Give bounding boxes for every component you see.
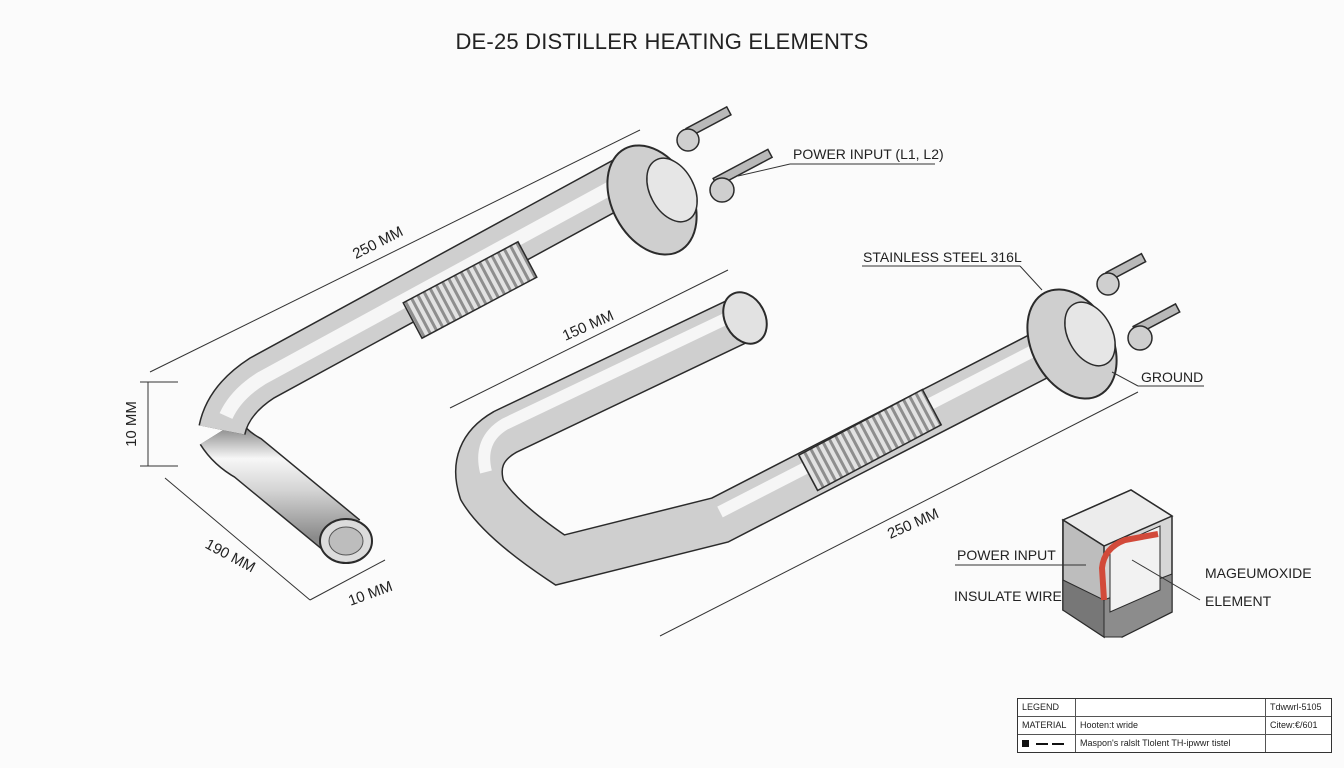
legend-dash-symbol: [1052, 742, 1064, 745]
callout-element: ELEMENT: [1205, 593, 1272, 609]
callout-power-input-top: POWER INPUT (L1, L2): [793, 146, 944, 162]
dim-left-leg: 190 MM: [202, 536, 258, 576]
heater-wire: [1098, 531, 1159, 601]
dim-left-length: 250 MM: [350, 223, 406, 263]
legend-symbols-value: Maspon's ralslt Tlolent TH-ipwwr tistel: [1076, 735, 1266, 752]
legend-square-symbol: [1022, 740, 1029, 748]
legend-header: LEGEND: [1018, 699, 1076, 717]
callout-material: STAINLESS STEEL 316L: [863, 249, 1022, 265]
callout-ground: GROUND: [1141, 369, 1203, 385]
legend-row3-blank: [1266, 735, 1331, 752]
legend-header-right: Tdwwrl-5105: [1266, 699, 1331, 717]
legend-material-label: MATERIAL: [1018, 717, 1076, 735]
callout-insulate-wire: INSULATE WIRE: [954, 588, 1062, 604]
diagram-title: DE-25 DISTILLER HEATING ELEMENTS: [455, 29, 868, 54]
legend-table: LEGEND Tdwwrl-5105 MATERIAL Hooten:t wri…: [1017, 698, 1332, 753]
dim-right-length: 250 MM: [885, 505, 941, 543]
legend-material-right: Citew:€/601: [1266, 717, 1331, 735]
cross-section-detail: [1061, 489, 1174, 639]
callout-magnesium-oxide: MAGEUMOXIDE: [1205, 565, 1312, 581]
terminal-pins-left: [676, 105, 774, 203]
dim-left-diameter: 10 MM: [346, 578, 395, 610]
left-heating-element: [198, 105, 774, 564]
dim-left-height: 10 MM: [123, 401, 140, 447]
legend-material-value: Hooten:t wride: [1076, 717, 1266, 735]
coil-cutaway-left: [402, 240, 538, 340]
coil-cutaway-right: [797, 388, 943, 492]
right-heating-element: [454, 252, 1181, 586]
dimension-lines: [140, 129, 1139, 637]
legend-dash-symbol: [1036, 742, 1048, 745]
legend-header-blank: [1076, 699, 1266, 717]
terminal-pins-right: [1096, 252, 1181, 351]
legend-symbols: [1018, 735, 1076, 752]
tube-closed-end: [722, 291, 768, 345]
callout-power-input: POWER INPUT: [957, 547, 1056, 563]
